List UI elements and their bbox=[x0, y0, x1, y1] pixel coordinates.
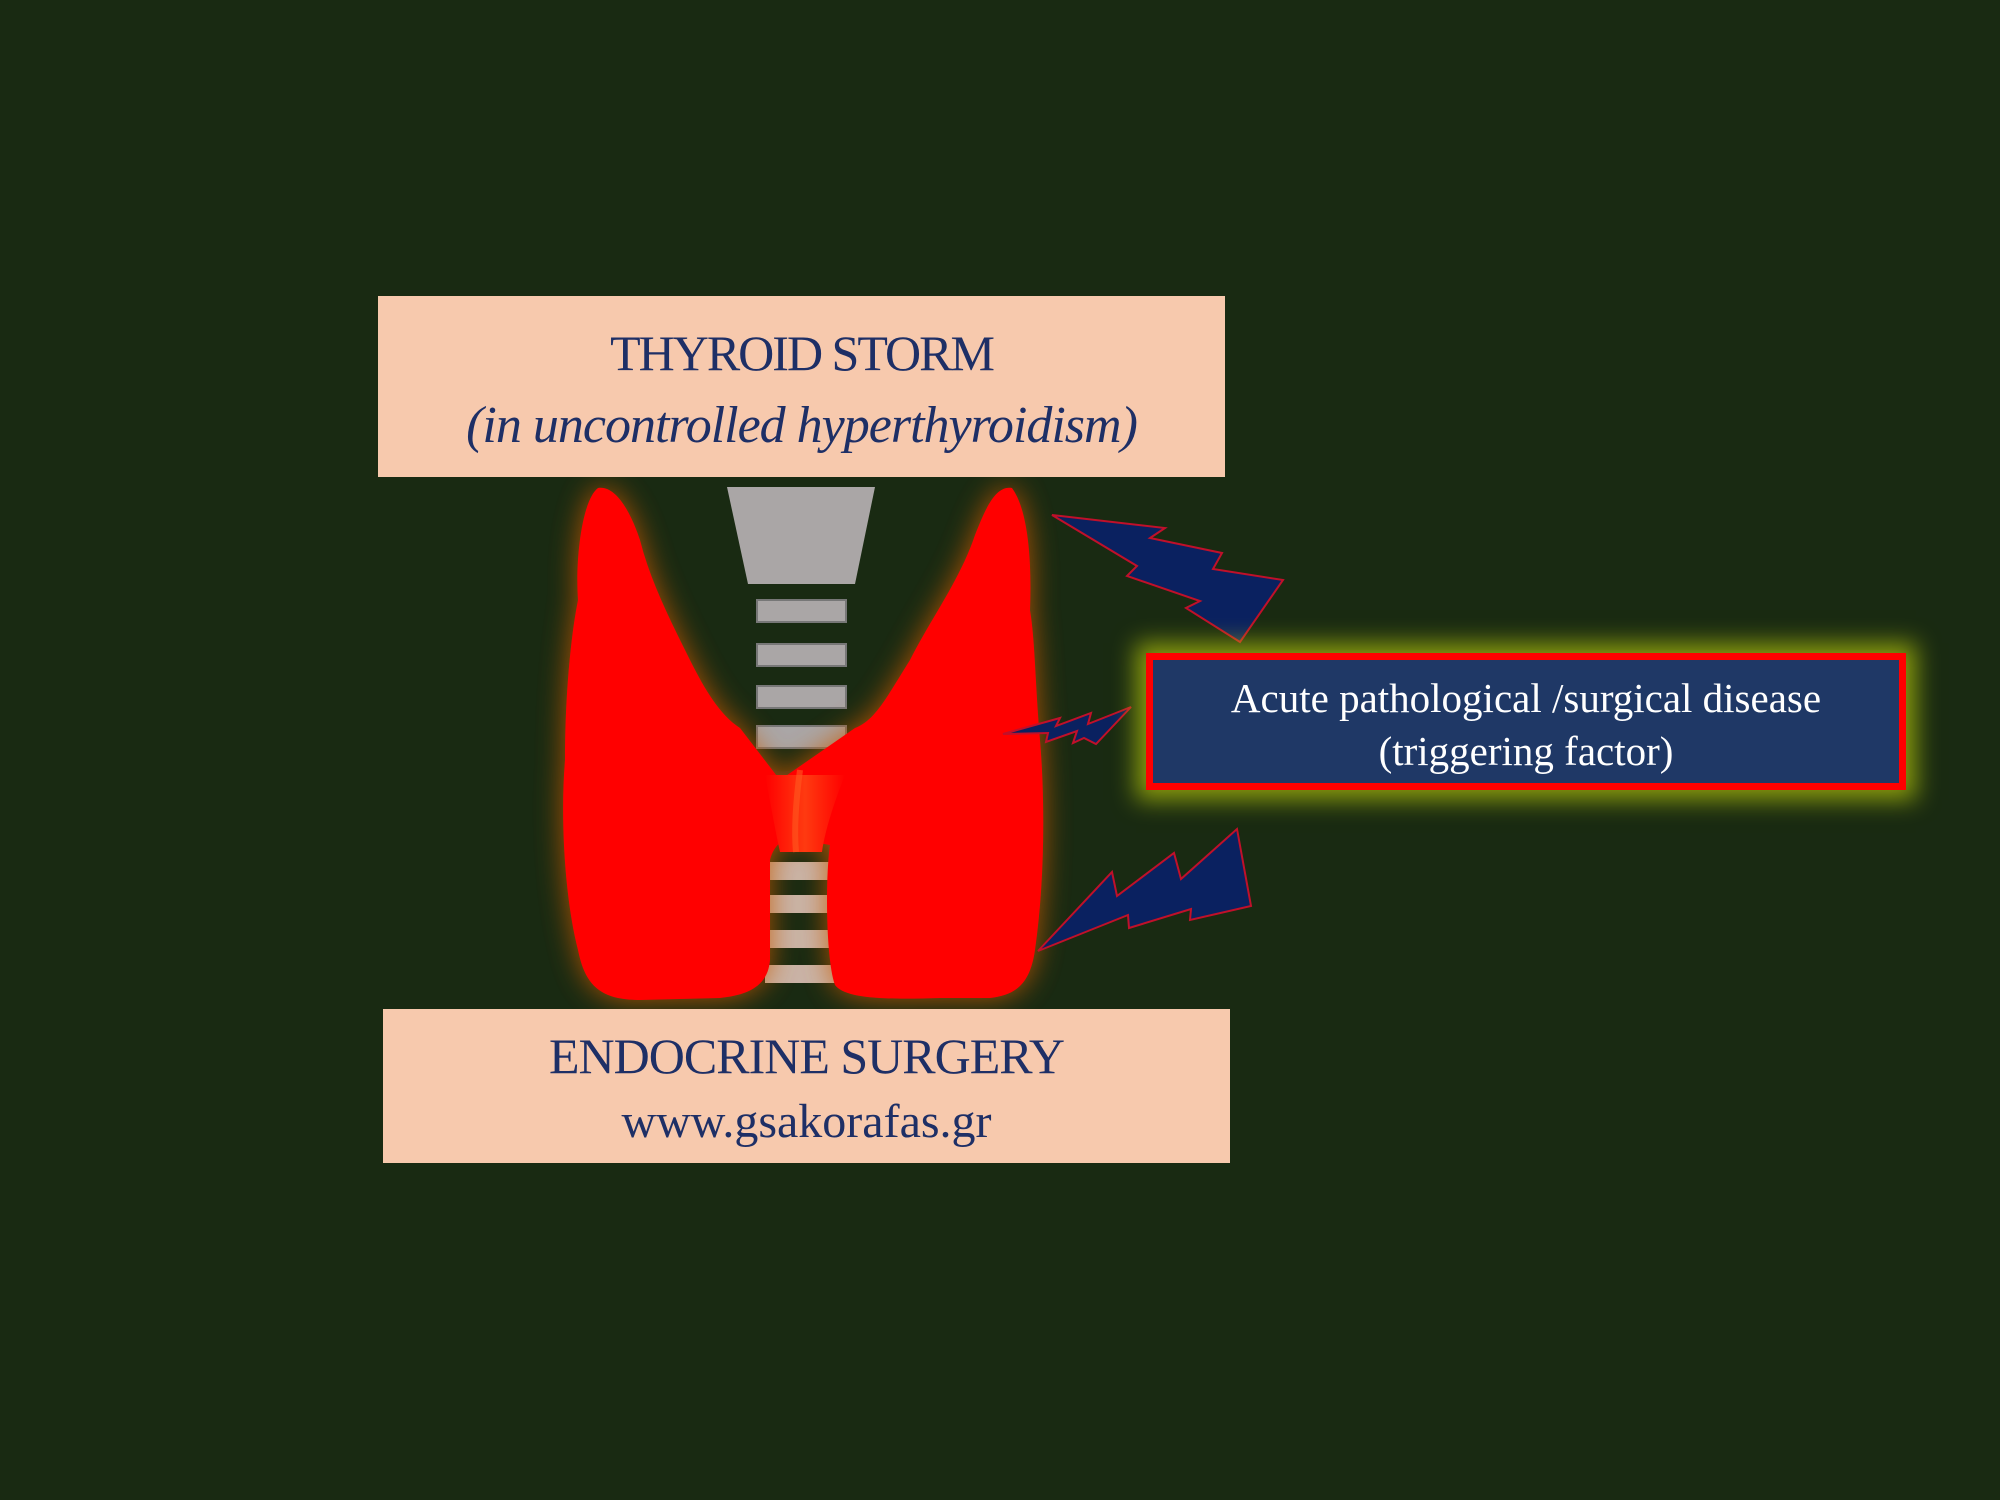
lightning-bolt-icon bbox=[1002, 706, 1132, 746]
diagram-title: THYROID STORM bbox=[610, 325, 995, 381]
lightning-bolt-icon bbox=[1037, 827, 1253, 952]
triggering-factor-label: Acute pathological /surgical disease bbox=[1230, 675, 1822, 721]
footer-url: www.gsakorafas.gr bbox=[621, 1095, 992, 1148]
footer-box: ENDOCRINE SURGERY www.gsakorafas.gr bbox=[383, 1009, 1230, 1163]
title-box: THYROID STORM (in uncontrolled hyperthyr… bbox=[378, 296, 1225, 477]
triggering-factor-box: Acute pathological /surgical disease (tr… bbox=[1146, 653, 1906, 790]
thyroid-gland-icon bbox=[563, 487, 1044, 1000]
lightning-bolt-icon bbox=[1051, 514, 1285, 644]
footer-title: ENDOCRINE SURGERY bbox=[549, 1028, 1065, 1084]
diagram-subtitle: (in uncontrolled hyperthyroidism) bbox=[466, 397, 1138, 454]
trachea-icon bbox=[727, 487, 875, 983]
triggering-factor-note: (triggering factor) bbox=[1378, 728, 1674, 774]
